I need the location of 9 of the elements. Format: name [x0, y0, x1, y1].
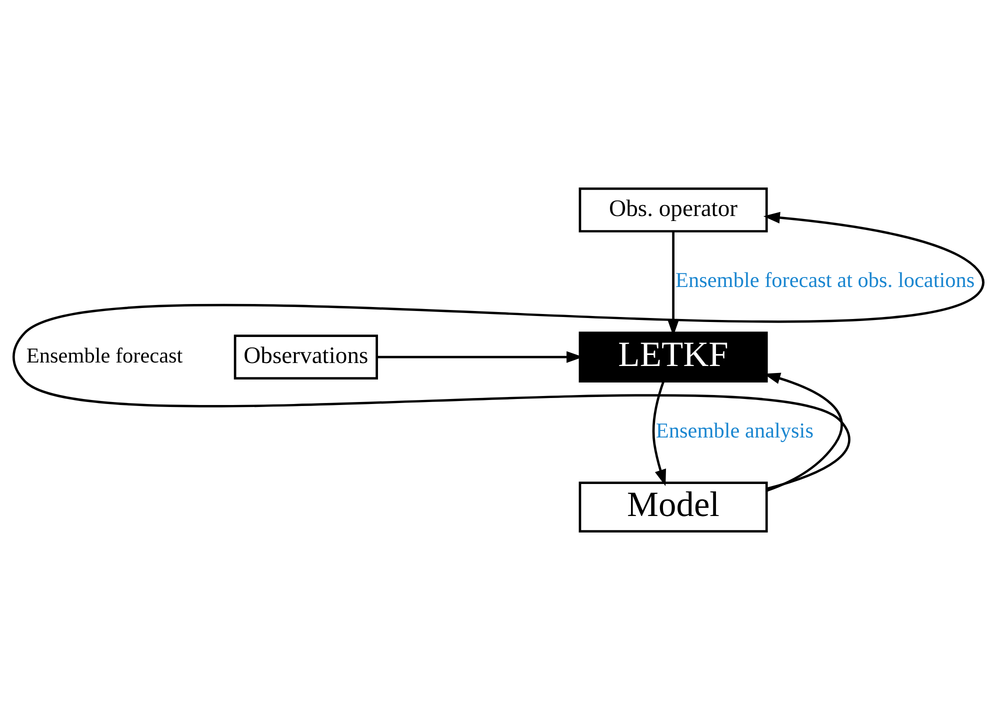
- edge-label: Ensemble analysis: [656, 418, 814, 442]
- node-box: LETKF: [578, 332, 768, 382]
- arrow: [12, 212, 982, 490]
- edge-label: Ensemble forecast: [26, 343, 183, 368]
- node-box: Observations: [234, 334, 378, 380]
- node-box: Obs. operator: [578, 188, 768, 232]
- arrow: [652, 380, 666, 486]
- node-box: Model: [578, 482, 768, 532]
- edge-label: Ensemble forecast at obs. locations: [675, 268, 975, 292]
